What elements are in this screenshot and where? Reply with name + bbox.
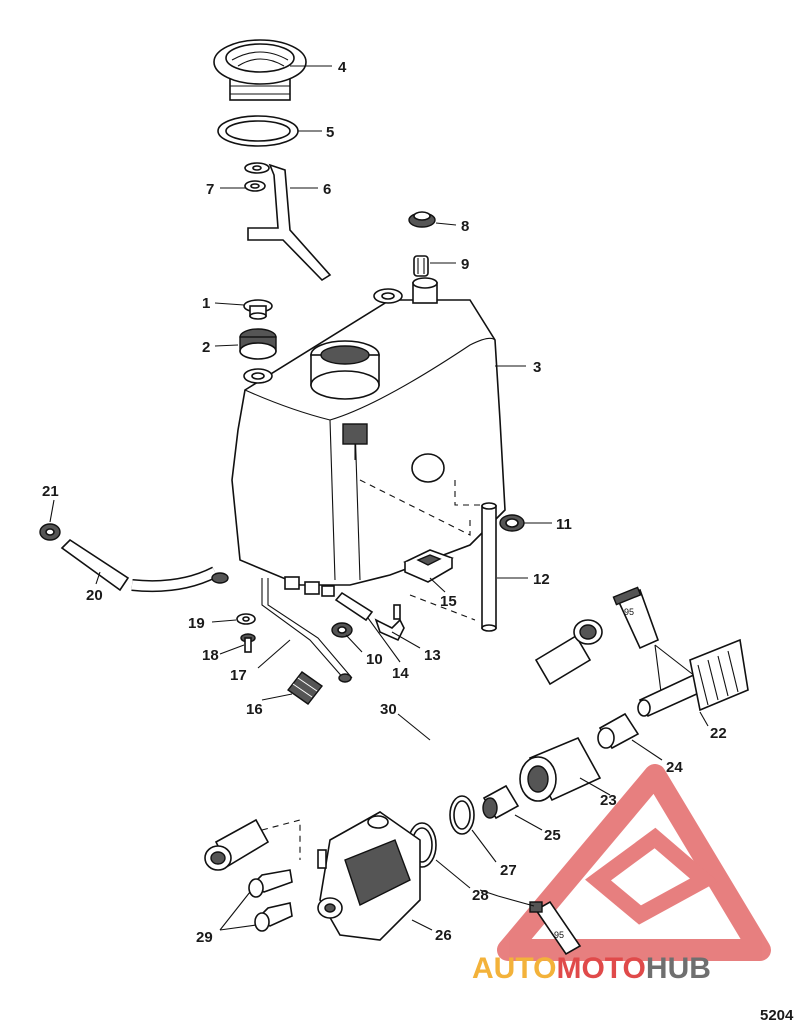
sealant-tube-upper: 95 — [612, 586, 701, 701]
callout-27: 27 — [500, 862, 517, 879]
watermark-suffix: HUB — [646, 952, 711, 985]
callout-4: 4 — [338, 59, 347, 76]
watermark-logo — [497, 764, 771, 961]
oil-tank — [231, 277, 506, 597]
hose-clamp — [499, 514, 525, 532]
callout-11: 11 — [556, 516, 572, 533]
drive-gear-shaft — [637, 638, 749, 718]
bolt-lower — [254, 902, 293, 932]
callout-3: 3 — [533, 359, 541, 376]
grommet-large — [239, 328, 277, 360]
lead-wires — [261, 578, 353, 683]
check-valve — [413, 255, 429, 277]
callout-19: 19 — [188, 615, 205, 632]
callout-18: 18 — [202, 647, 219, 664]
callout-21: 21 — [42, 483, 59, 500]
gasket-ring — [217, 115, 299, 147]
watermark-middle: MOTO — [556, 952, 645, 985]
clamp-21 — [39, 523, 61, 541]
washers — [244, 162, 270, 192]
callout-2: 2 — [202, 339, 210, 356]
dashed-guide — [454, 480, 480, 506]
pickup-tube — [481, 502, 497, 632]
callout-14: 14 — [392, 665, 409, 682]
callout-13: 13 — [424, 647, 441, 664]
dashed-guide — [409, 594, 476, 621]
callout-22: 22 — [710, 725, 727, 742]
housing-23 — [519, 736, 602, 802]
hose-20 — [60, 538, 229, 593]
bushing-24 — [597, 712, 640, 750]
callout-10: 10 — [366, 651, 383, 668]
oil-cap — [213, 39, 307, 101]
o-ring-27 — [449, 795, 475, 835]
washer-19 — [236, 613, 256, 625]
callout-labels: 1 2 3 4 5 6 7 8 9 10 11 12 13 14 15 16 1… — [42, 59, 727, 946]
callout-25: 25 — [544, 827, 561, 844]
filter-screen — [403, 549, 454, 583]
connector-14 — [334, 591, 374, 622]
dashed-guide — [261, 819, 301, 860]
watermark-text: AUTOMOTOHUB — [472, 952, 711, 985]
callout-28: 28 — [472, 887, 489, 904]
watermark-prefix: AUTO — [472, 952, 556, 985]
tube-label: 95 — [624, 607, 634, 617]
tube-label: 95 — [554, 930, 564, 940]
grommet-small — [243, 299, 273, 320]
sleeve-16 — [286, 671, 324, 705]
callout-17: 17 — [230, 667, 247, 684]
grommet-plug — [408, 211, 436, 228]
bolt-upper — [248, 869, 293, 898]
figure-number: 5204 — [760, 1007, 794, 1024]
callout-26: 26 — [435, 927, 452, 944]
callout-12: 12 — [533, 571, 550, 588]
dashed-guide — [359, 479, 471, 536]
callout-7: 7 — [206, 181, 214, 198]
bushing-25 — [482, 784, 520, 820]
callout-20: 20 — [86, 587, 103, 604]
callout-15: 15 — [440, 593, 457, 610]
callout-5: 5 — [326, 124, 334, 141]
screw-18 — [240, 633, 256, 653]
oil-pump — [317, 811, 421, 941]
callout-16: 16 — [246, 701, 263, 718]
callout-1: 1 — [202, 295, 210, 312]
callout-9: 9 — [461, 256, 469, 273]
callout-24: 24 — [666, 759, 683, 776]
cable-30 — [204, 619, 603, 871]
callout-8: 8 — [461, 218, 469, 235]
clamp-10 — [331, 622, 353, 638]
callout-6: 6 — [323, 181, 331, 198]
callout-30: 30 — [380, 701, 397, 718]
strap — [247, 163, 332, 282]
callout-29: 29 — [196, 929, 213, 946]
leader-lines — [49, 65, 709, 931]
watermark-auto: AUTOMOTOHUB — [472, 952, 711, 985]
sealant-tube-lower: 95 — [529, 900, 582, 956]
callout-23: 23 — [600, 792, 617, 809]
